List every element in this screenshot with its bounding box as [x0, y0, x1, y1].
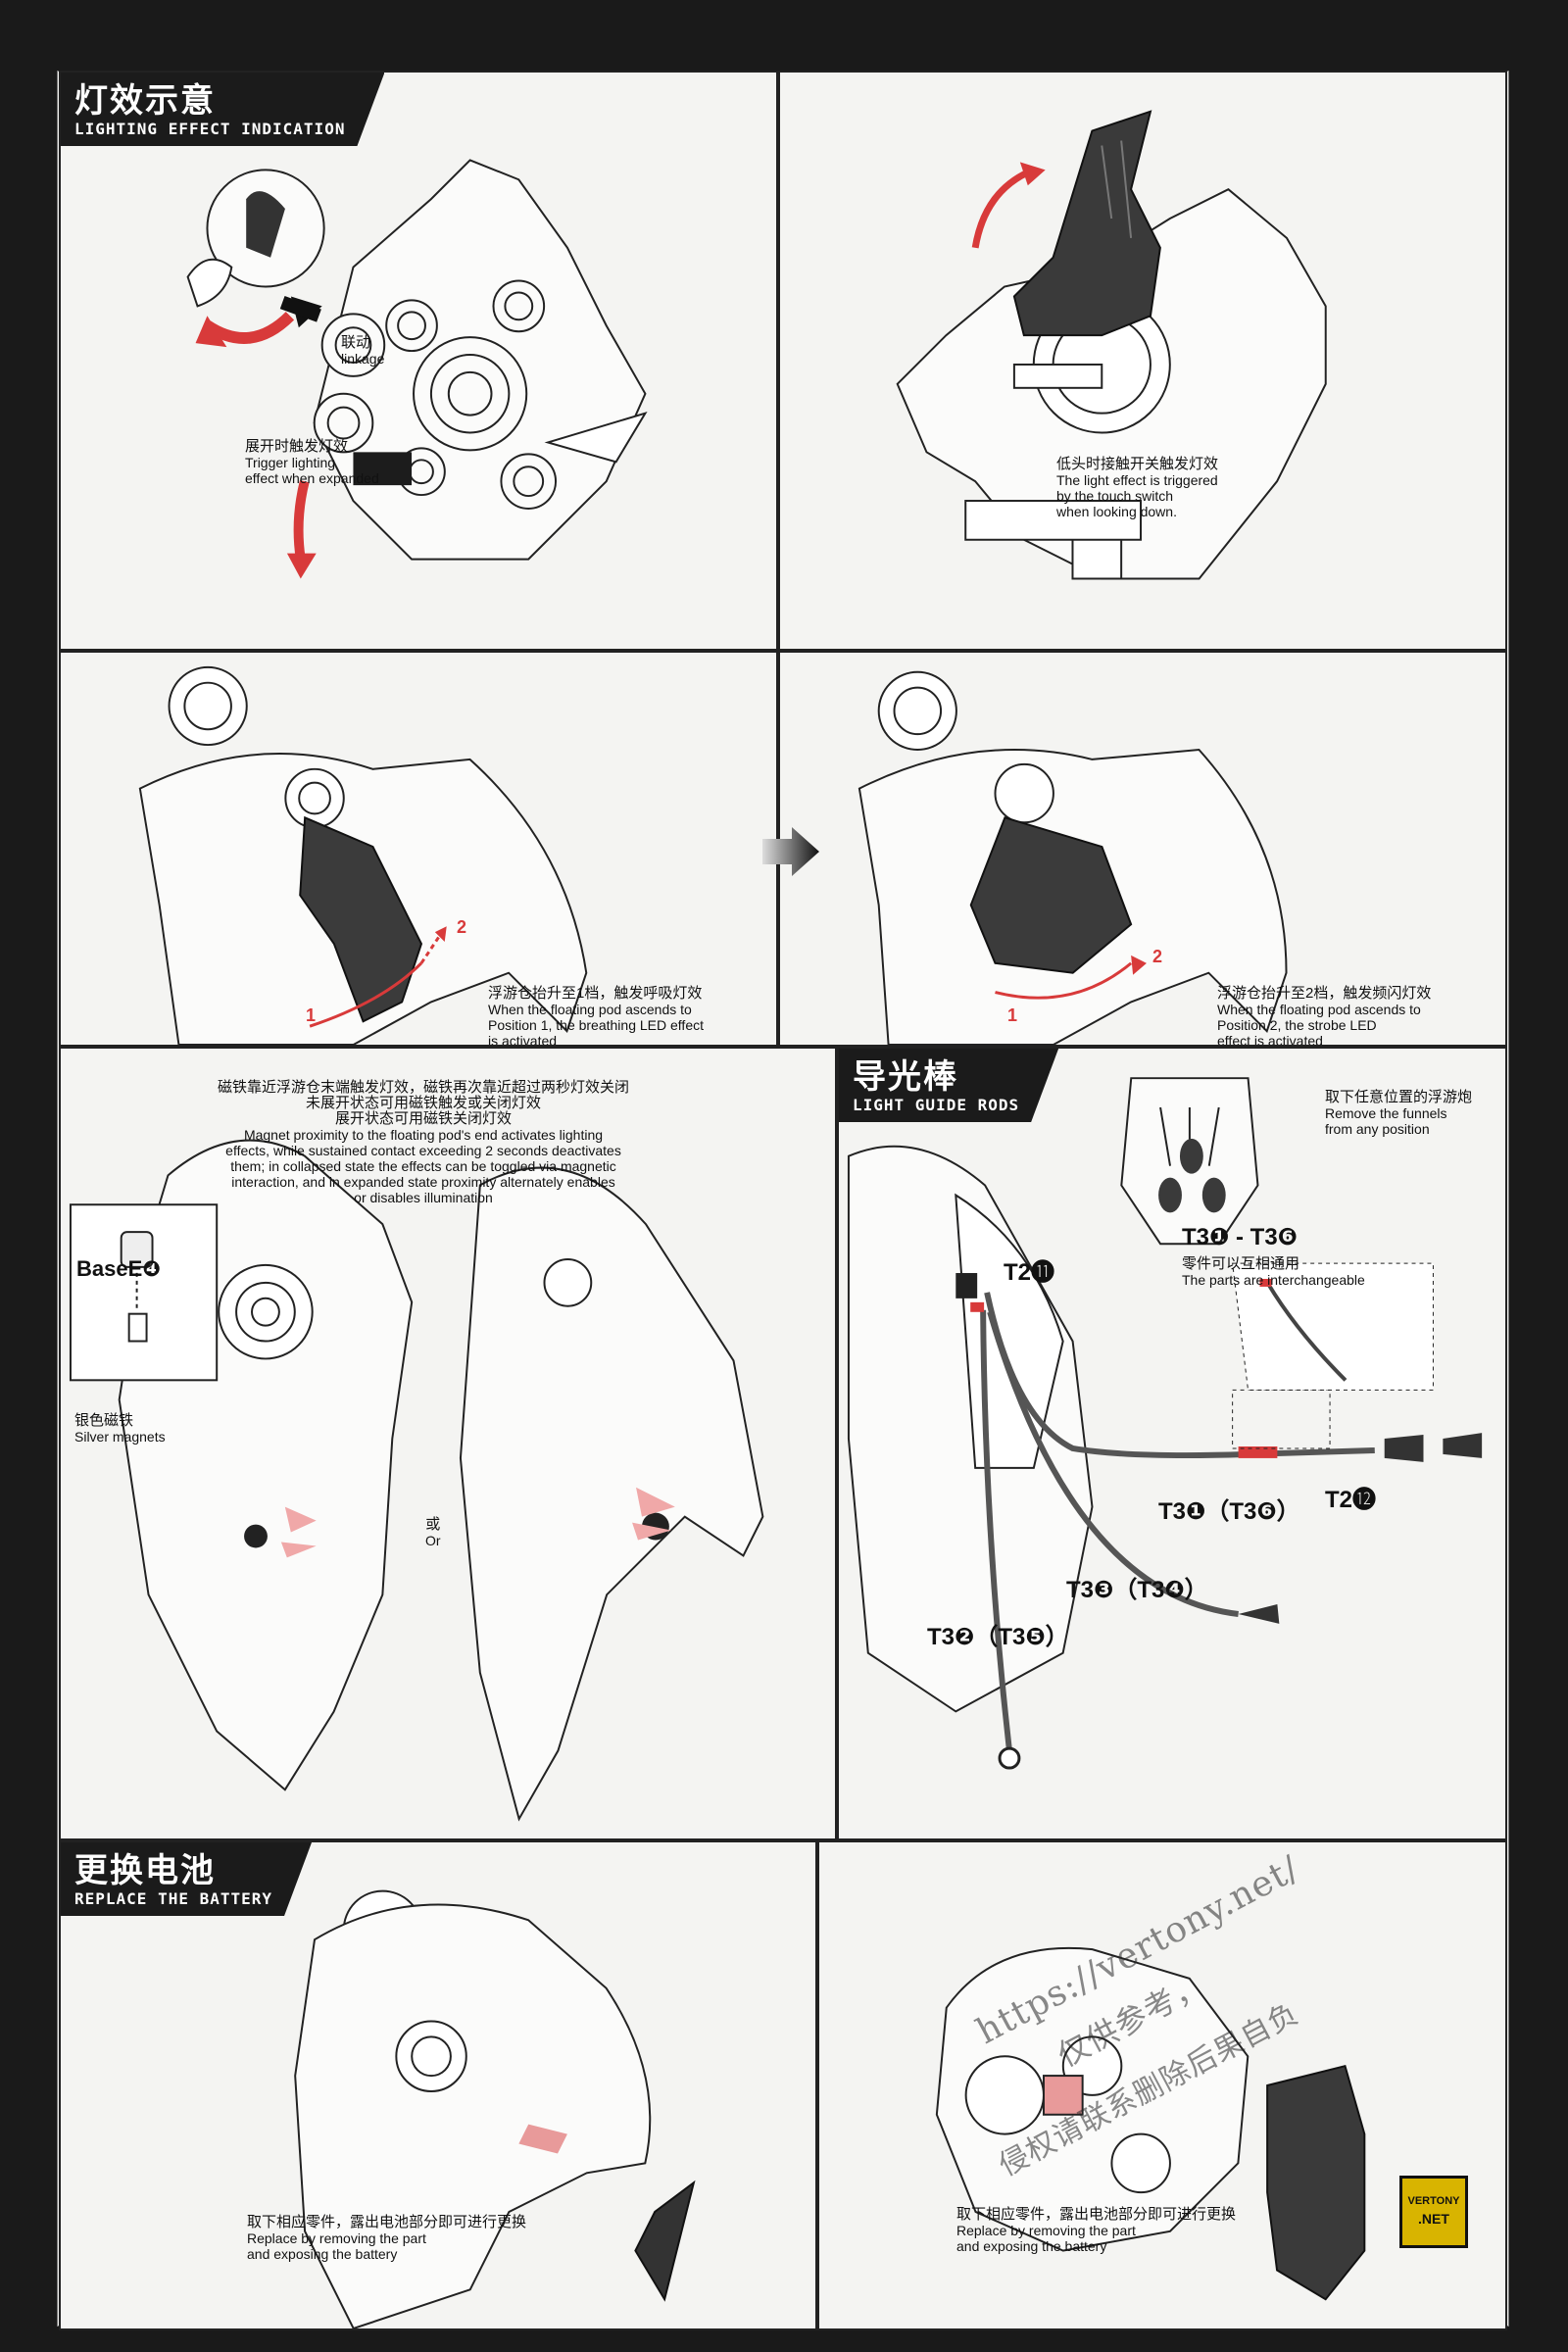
caption-en-1: Trigger lighting — [245, 455, 336, 470]
magnet-cn-3: 展开状态可用磁铁关闭灯效 — [334, 1110, 512, 1127]
caption-position-2: 浮游仓抬升至2档，触发频闪灯效 When the floating pod as… — [1217, 985, 1432, 1047]
or-cn: 或 — [425, 1516, 441, 1533]
caption-cn: 取下相应零件，露出电池部分即可进行更换 — [956, 2206, 1237, 2223]
magnet-cn: 银色磁铁 — [74, 1412, 134, 1429]
robot-body-illustration — [186, 159, 648, 579]
remove-en-1: Remove the funnels — [1325, 1105, 1447, 1121]
caption-en-1: Replace by removing the part — [247, 2230, 426, 2246]
panel-lighting-expand: 灯效示意 LIGHTING EFFECT INDICATION 联动 linka… — [59, 71, 778, 651]
panel-magnet: 磁铁靠近浮游仓末端触发灯效，磁铁再次靠近超过两秒灯效关闭 未展开状态可用磁铁触发… — [59, 1047, 837, 1840]
or-label: 或 Or — [425, 1516, 441, 1549]
panel-battery-2: 取下相应零件，露出电池部分即可进行更换 Replace by removing … — [817, 1840, 1507, 2330]
panel-battery-1: 更换电池 REPLACE THE BATTERY 取下相应零件，露出电池部分即可… — [59, 1840, 817, 2330]
caption-cn: 展开时触发灯效 — [245, 438, 349, 455]
caption-en-2: effect when expanded — [245, 470, 379, 486]
section-title-en: LIGHTING EFFECT INDICATION — [74, 120, 346, 138]
pod-illustration-1 — [138, 665, 588, 1045]
caption-cn: 低头时接触开关触发灯效 — [1056, 456, 1219, 472]
robot-head-illustration — [896, 110, 1327, 580]
base-part-label: BaseE❹ — [76, 1256, 161, 1281]
section-header-battery: 更换电池 REPLACE THE BATTERY — [61, 1842, 312, 1916]
caption-en-3: is activated — [488, 1033, 558, 1047]
t3-3-label: T3❸（T3❹） — [1066, 1577, 1208, 1603]
inter-en: The parts are interchangeable — [1182, 1272, 1365, 1288]
position-1-marker: 1 — [306, 1005, 317, 1025]
pod-illustration-2 — [858, 670, 1288, 1045]
section-title-en: LIGHT GUIDE RODS — [853, 1096, 1020, 1114]
magnet-illustration — [69, 1139, 764, 1822]
caption-expand: 展开时触发灯效 Trigger lighting effect when exp… — [245, 438, 379, 487]
panel-pod-position-2: 1 2 浮游仓抬升至2档，触发频闪灯效 When the floating po… — [778, 651, 1507, 1047]
caption-en-2: and exposing the battery — [247, 2246, 398, 2262]
t3-2-label: T3❷（T3❺） — [927, 1624, 1069, 1650]
section-title-cn: 灯效示意 — [74, 82, 216, 120]
position-2-marker: 2 — [457, 917, 467, 937]
remove-cn: 取下任意位置的浮游炮 — [1325, 1089, 1473, 1105]
next-step-arrow-icon — [762, 827, 819, 876]
linkage-cn: 联动 — [341, 334, 371, 351]
vertony-logo: VERTONY .NET — [1399, 2176, 1468, 2248]
caption-cn: 取下相应零件，露出电池部分即可进行更换 — [247, 2214, 527, 2230]
magnet-cn-1: 磁铁靠近浮游仓末端触发灯效，磁铁再次靠近超过两秒灯效关闭 — [217, 1079, 629, 1096]
panel-light-guide-rods: 导光棒 LIGHT GUIDE RODS 取下任意位置的浮游炮 Remove t… — [837, 1047, 1507, 1840]
magnet-en: Silver magnets — [74, 1429, 166, 1445]
t3-1-label: T3❶（T3❻） — [1158, 1498, 1300, 1525]
caption-en-2: and exposing the battery — [956, 2238, 1107, 2254]
section-title-cn: 导光棒 — [853, 1058, 958, 1096]
caption-battery-1: 取下相应零件，露出电池部分即可进行更换 Replace by removing … — [247, 2214, 527, 2263]
caption-cn: 浮游仓抬升至2档，触发频闪灯效 — [1217, 985, 1432, 1002]
position-1-marker: 1 — [1007, 1005, 1018, 1025]
magnet-en-1: Magnet proximity to the floating pod's e… — [243, 1127, 604, 1143]
linkage-label: 联动 linkage — [341, 334, 385, 368]
magnet-en-3: them; in collapsed state the effects can… — [230, 1158, 616, 1174]
caption-en-1: When the floating pod ascends to — [1217, 1002, 1421, 1017]
remove-en-2: from any position — [1325, 1121, 1430, 1137]
caption-position-1: 浮游仓抬升至1档，触发呼吸灯效 When the floating pod as… — [488, 985, 704, 1047]
caption-en-1: When the floating pod ascends to — [488, 1002, 692, 1017]
t3-range-label: T3❶ - T3❻ — [1182, 1224, 1298, 1250]
caption-en-2: Position 2, the strobe LED — [1217, 1017, 1377, 1033]
section-header-lighting: 灯效示意 LIGHTING EFFECT INDICATION — [61, 73, 384, 146]
caption-en-1: Replace by removing the part — [956, 2223, 1136, 2238]
caption-cn: 浮游仓抬升至1档，触发呼吸灯效 — [488, 985, 703, 1002]
magnet-cn-2: 未展开状态可用磁铁触发或关闭灯效 — [305, 1095, 541, 1111]
caption-battery-2: 取下相应零件，露出电池部分即可进行更换 Replace by removing … — [956, 2206, 1237, 2255]
inter-cn: 零件可以互相通用 — [1182, 1255, 1300, 1272]
interchangeable-label: 零件可以互相通用 The parts are interchangeable — [1182, 1255, 1365, 1289]
caption-en-2: Position 1, the breathing LED effect — [488, 1017, 704, 1033]
caption-en-1: The light effect is triggered — [1056, 472, 1218, 488]
t2-11-label: T2⓫ — [1004, 1259, 1055, 1286]
logo-line-1: VERTONY — [1407, 2195, 1460, 2207]
section-header-rods: 导光棒 LIGHT GUIDE RODS — [839, 1049, 1058, 1122]
battery-illustration-2 — [935, 1946, 1366, 2301]
section-title-cn: 更换电池 — [74, 1852, 216, 1889]
remove-funnels-label: 取下任意位置的浮游炮 Remove the funnels from any p… — [1325, 1089, 1473, 1138]
caption-en-3: effect is activated — [1217, 1033, 1323, 1047]
magnet-label: 银色磁铁 Silver magnets — [74, 1412, 166, 1446]
magnet-instructions: 磁铁靠近浮游仓末端触发灯效，磁铁再次靠近超过两秒灯效关闭 未展开状态可用磁铁触发… — [169, 1079, 678, 1206]
panel-pod-position-1: 1 2 浮游仓抬升至1档，触发呼吸灯效 When the floating po… — [59, 651, 778, 1047]
magnet-en-4: interaction, and in expanded state proxi… — [231, 1174, 615, 1190]
rods-illustration — [847, 1077, 1483, 1770]
logo-line-2: .NET — [1418, 2211, 1449, 2227]
magnet-en-2: effects, while sustained contact exceedi… — [225, 1143, 621, 1158]
panel-lighting-head: 低头时接触开关触发灯效 The light effect is triggere… — [778, 71, 1507, 651]
t2-12-label: T2⓬ — [1325, 1487, 1377, 1513]
linkage-en: linkage — [341, 351, 385, 367]
position-2-marker: 2 — [1152, 947, 1163, 966]
caption-head: 低头时接触开关触发灯效 The light effect is triggere… — [1056, 456, 1219, 520]
caption-en-3: when looking down. — [1056, 504, 1177, 519]
battery-illustration-1 — [294, 1889, 696, 2328]
caption-en-2: by the touch switch — [1056, 488, 1174, 504]
section-title-en: REPLACE THE BATTERY — [74, 1889, 273, 1908]
or-en: Or — [425, 1533, 441, 1548]
magnet-en-5: or disables illumination — [354, 1190, 493, 1205]
